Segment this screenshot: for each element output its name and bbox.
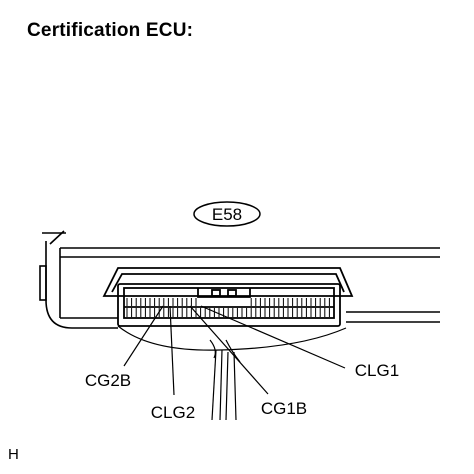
connector-pins-lower-row: [126, 308, 330, 317]
pin-label-cg1b: CG1B: [261, 399, 307, 418]
ecu-housing: [39, 230, 440, 329]
pin-label-clg1: CLG1: [355, 361, 399, 380]
wire-harness: [117, 325, 347, 421]
connector-id-label: E58: [212, 205, 242, 224]
diagram-title: Certification ECU:: [27, 20, 194, 41]
connector-id-badge: E58: [193, 201, 261, 227]
connector-pins-upper-row: [126, 298, 330, 306]
leader-lines: [123, 305, 346, 396]
leader-clg1: [200, 305, 346, 369]
leader-cg1b: [189, 305, 269, 395]
leader-cg2b: [123, 305, 164, 367]
leader-clg2: [169, 305, 175, 396]
figure-code: H: [8, 446, 19, 463]
pin-label-clg2: CLG2: [151, 403, 195, 422]
pin-label-cg2b: CG2B: [85, 371, 131, 390]
